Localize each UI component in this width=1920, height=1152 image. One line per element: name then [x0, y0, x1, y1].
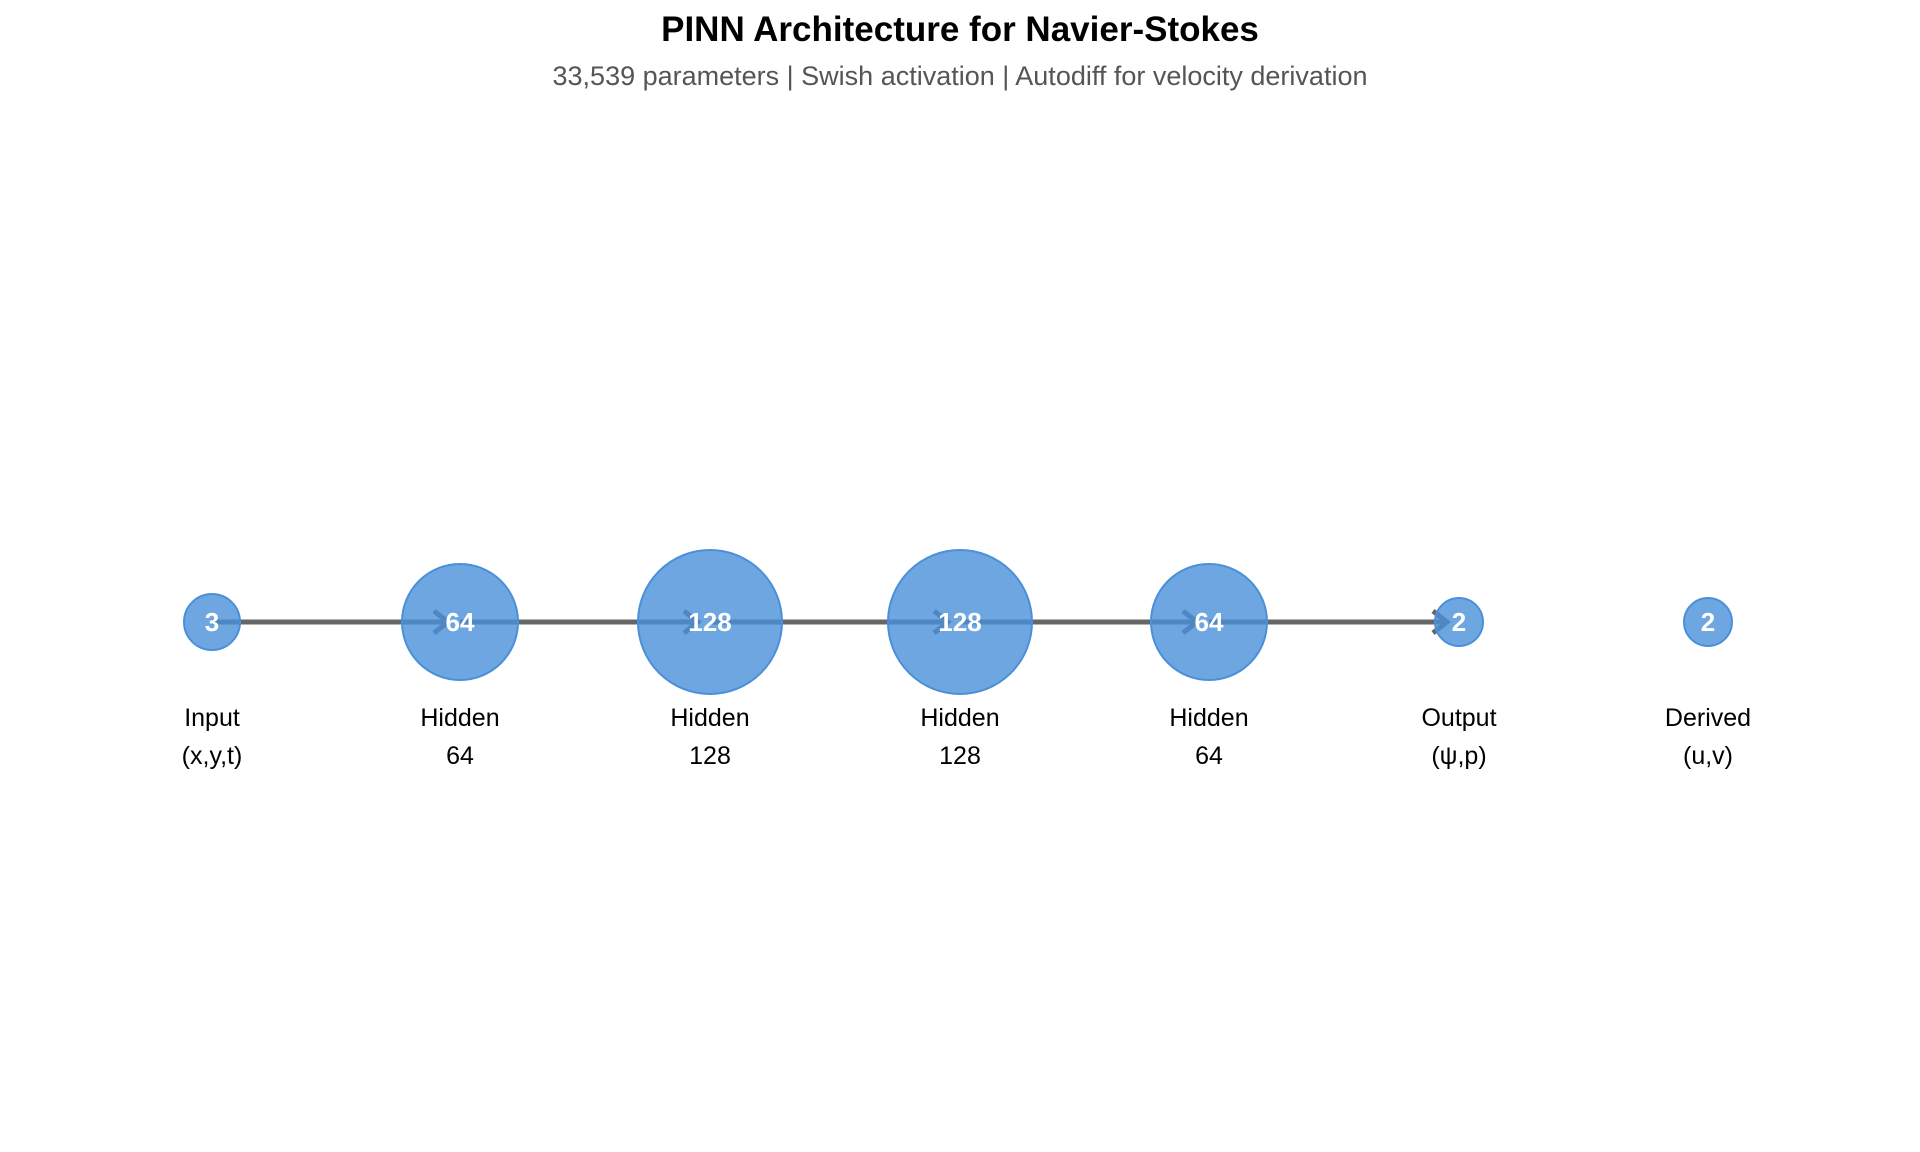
layer-label-hidden1: Hidden 64: [340, 699, 580, 775]
layer-label-input: Input (x,y,t): [92, 699, 332, 775]
node-size-label: 64: [1195, 607, 1224, 637]
node-size-label: 64: [446, 607, 475, 637]
layer-type-label: Output: [1421, 704, 1497, 732]
layer-label-hidden3: Hidden 128: [840, 699, 1080, 775]
layer-node-hidden4: 64: [1150, 563, 1268, 681]
layer-node-hidden3: 128: [887, 549, 1033, 695]
layer-detail-label: 64: [1195, 742, 1223, 770]
layer-node-input: 3: [183, 593, 241, 651]
layer-type-label: Hidden: [420, 704, 500, 732]
layer-label-hidden2: Hidden 128: [590, 699, 830, 775]
node-circle: [887, 549, 1033, 695]
node-circle: [1683, 597, 1733, 647]
layer-detail-label: 128: [689, 742, 731, 770]
node-size-label: 3: [205, 607, 219, 637]
layer-node-derived: 2: [1683, 597, 1733, 647]
nodes-layer: 3 64 128 128 64 2 2: [183, 549, 1733, 695]
node-size-label: 2: [1452, 607, 1466, 637]
node-size-label: 2: [1701, 607, 1715, 637]
layer-label-output: Output (ψ,p): [1339, 699, 1579, 775]
layer-detail-label: (u,v): [1683, 742, 1733, 770]
layer-detail-label: 64: [446, 742, 474, 770]
diagram-title: PINN Architecture for Navier-Stokes: [661, 10, 1259, 49]
node-circle: [183, 593, 241, 651]
node-circle: [637, 549, 783, 695]
node-size-label: 128: [688, 607, 731, 637]
node-circle: [401, 563, 519, 681]
layer-detail-label: (x,y,t): [181, 742, 243, 770]
layer-type-label: Hidden: [920, 704, 1000, 732]
layer-type-label: Hidden: [1169, 704, 1249, 732]
layer-label-hidden4: Hidden 64: [1089, 699, 1329, 775]
node-circle: [1434, 597, 1484, 647]
diagram-subtitle: 33,539 parameters | Swish activation | A…: [552, 61, 1368, 91]
node-size-label: 128: [938, 607, 981, 637]
layer-detail-label: 128: [939, 742, 981, 770]
layer-detail-label: (ψ,p): [1431, 742, 1487, 770]
layer-node-hidden2: 128: [637, 549, 783, 695]
node-circle: [1150, 563, 1268, 681]
layer-type-label: Input: [184, 704, 240, 732]
layer-node-output: 2: [1434, 597, 1484, 647]
layer-type-label: Derived: [1664, 704, 1752, 732]
layer-type-label: Hidden: [670, 704, 750, 732]
layer-node-hidden1: 64: [401, 563, 519, 681]
layer-label-derived: Derived (u,v): [1588, 699, 1828, 775]
